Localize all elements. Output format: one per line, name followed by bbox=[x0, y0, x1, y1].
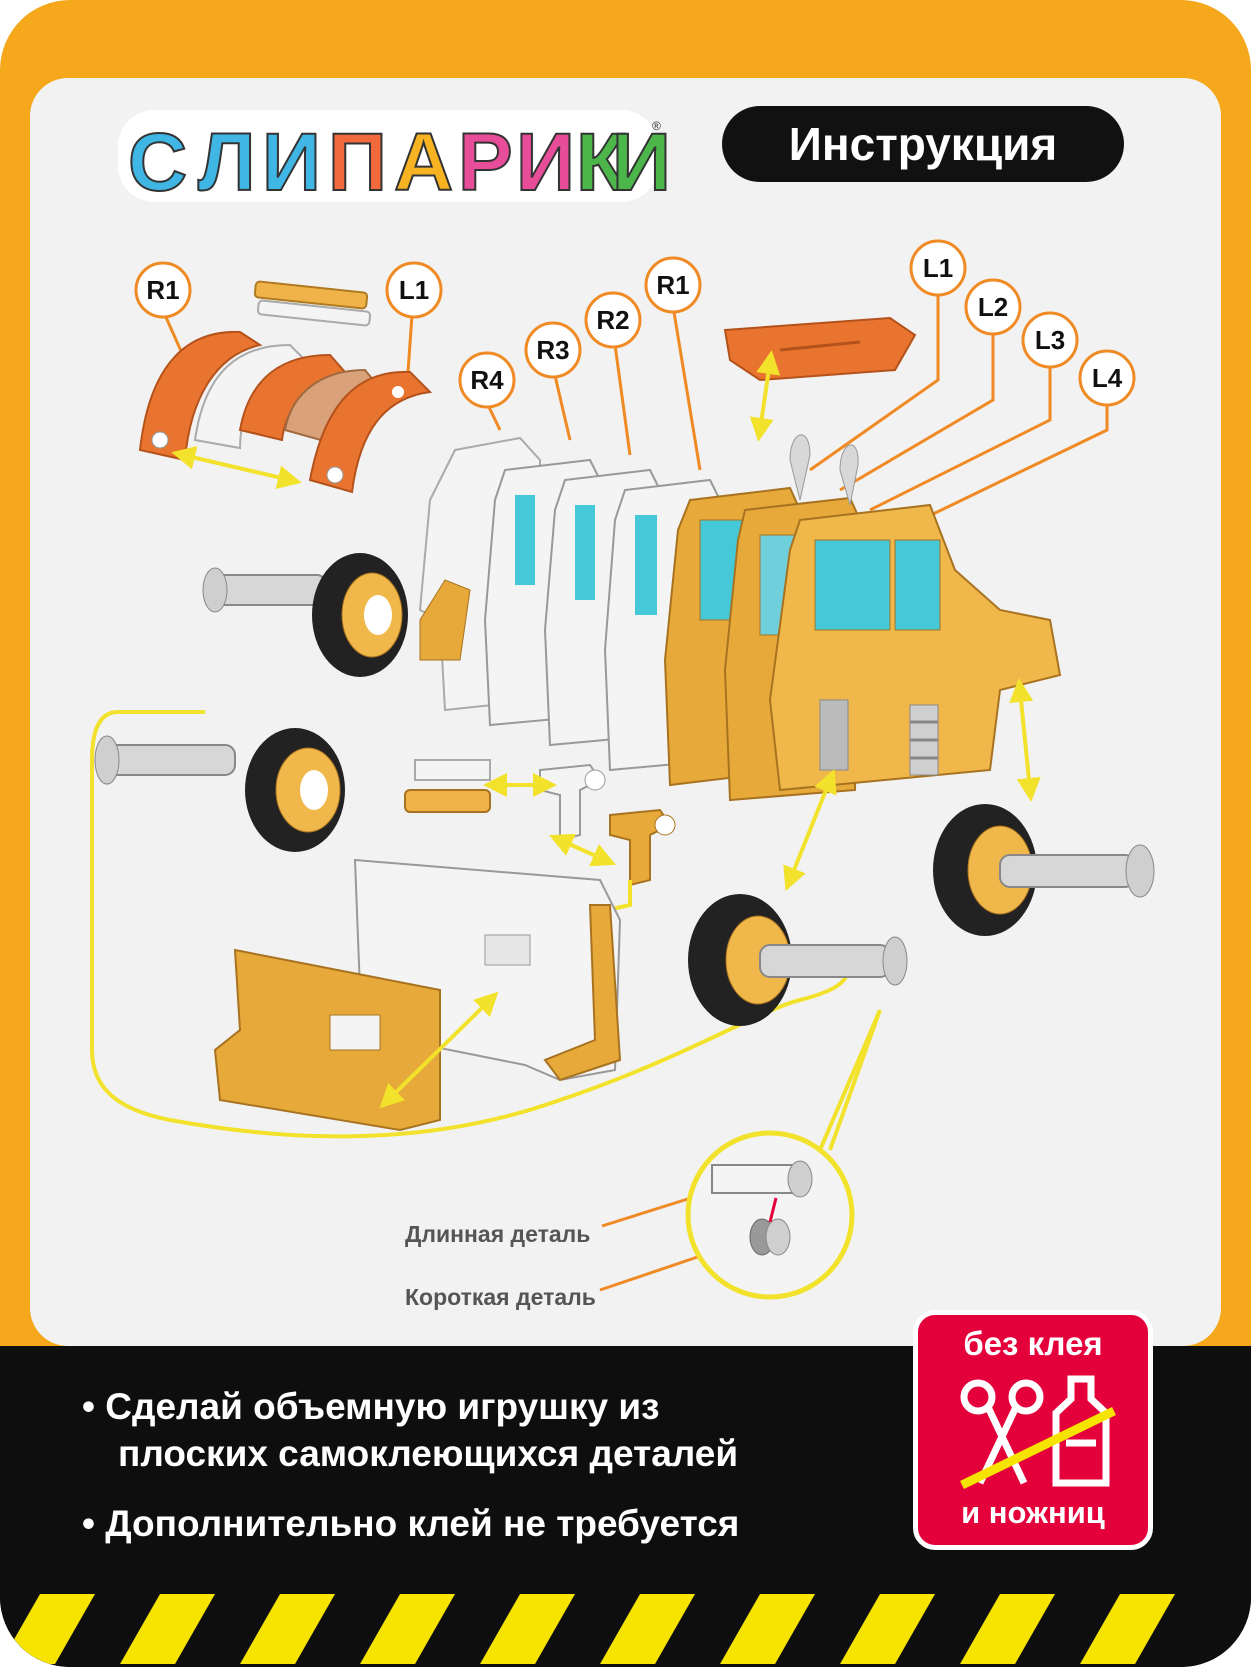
chassis-parts bbox=[213, 858, 622, 1132]
svg-text:R1: R1 bbox=[656, 270, 689, 300]
axle-wheel-top-left bbox=[202, 553, 408, 677]
logo-letter-9: И bbox=[612, 117, 671, 208]
logo-letter-6: Р bbox=[458, 117, 513, 208]
part-label-r1: R1 bbox=[644, 256, 702, 314]
part-label-l4: L4 bbox=[1078, 349, 1136, 407]
svg-text:L4: L4 bbox=[1092, 363, 1123, 393]
svg-text:L2: L2 bbox=[978, 292, 1008, 322]
assembly-path-line bbox=[90, 710, 852, 1139]
part-label-l3: L3 bbox=[1021, 311, 1079, 369]
axle-wheel-mid-left bbox=[94, 728, 345, 852]
part-label-r1-top: R1 bbox=[134, 261, 192, 319]
roof-part bbox=[723, 316, 917, 442]
svg-text:®: ® bbox=[652, 119, 661, 133]
bullet-2: • Дополнительно клей не требуется bbox=[82, 1503, 740, 1544]
svg-text:L3: L3 bbox=[1035, 325, 1065, 355]
svg-text:L1: L1 bbox=[923, 253, 953, 283]
logo-letter-7: И bbox=[516, 117, 575, 208]
part-label-l2: L2 bbox=[964, 278, 1022, 336]
logo-letter-2: Л bbox=[198, 117, 256, 208]
badge-bottom-text: и ножниц bbox=[961, 1495, 1105, 1530]
part-label-r3: R3 bbox=[524, 321, 582, 379]
brand-logo: С Л И П А Р И К И ® bbox=[118, 110, 672, 209]
part-label-r4: R4 bbox=[458, 351, 516, 409]
svg-text:R2: R2 bbox=[596, 305, 629, 335]
svg-text:R1: R1 bbox=[146, 275, 179, 305]
scissors-glue-icon bbox=[960, 1375, 1116, 1490]
bullet-1-line-2: плоских самоклеющихся деталей bbox=[118, 1433, 739, 1474]
hazard-stripes bbox=[0, 1584, 1251, 1667]
bucket-parts bbox=[138, 280, 433, 494]
logo-letter-1: С bbox=[128, 117, 187, 208]
axle-wheel-bottom-center bbox=[688, 768, 908, 1026]
logo-letter-5: А bbox=[394, 117, 453, 208]
part-label-r2: R2 bbox=[584, 291, 642, 349]
part-label-l1-top: L1 bbox=[385, 261, 443, 319]
axle-wheel-right bbox=[933, 678, 1155, 936]
badge-top-text: без клея bbox=[963, 1325, 1103, 1362]
logo-letter-3: И bbox=[262, 117, 321, 208]
logo-letter-4: П bbox=[328, 117, 387, 208]
connector-parts bbox=[404, 759, 676, 943]
body-layers bbox=[418, 434, 1062, 802]
no-glue-badge: без клея и ножниц bbox=[913, 1310, 1153, 1550]
svg-text:R3: R3 bbox=[536, 335, 569, 365]
callout-long-part: Длинная деталь bbox=[405, 1221, 591, 1247]
detail-zoom bbox=[685, 1009, 882, 1300]
logo-letter-8: К bbox=[576, 117, 627, 208]
bullet-1-line-1: • Сделай объемную игрушку из bbox=[82, 1386, 660, 1427]
svg-text:R4: R4 bbox=[470, 365, 504, 395]
instruction-title: Инструкция bbox=[722, 106, 1124, 182]
part-label-l1: L1 bbox=[909, 239, 967, 297]
callout-short-part: Короткая деталь bbox=[405, 1284, 596, 1310]
svg-text:L1: L1 bbox=[399, 275, 429, 305]
